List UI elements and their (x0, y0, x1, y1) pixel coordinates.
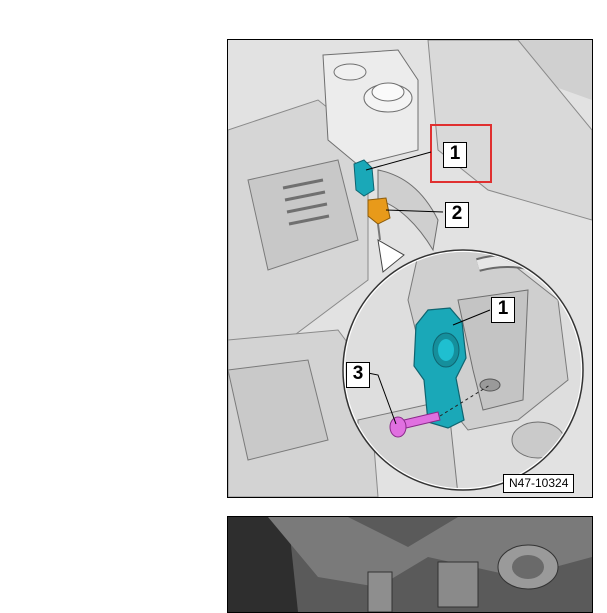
next-figure-partial (227, 516, 593, 613)
figure-code: N47-10324 (503, 474, 575, 493)
engine-bay-diagram: 1 2 1 3 N47-10324 (227, 39, 593, 498)
next-figure-illustration (228, 517, 592, 612)
callout-1-top: 1 (443, 142, 467, 168)
engine-bay-illustration (228, 40, 592, 497)
callout-2: 2 (445, 202, 469, 228)
callout-3: 3 (346, 362, 370, 388)
callout-1-detail: 1 (491, 297, 515, 323)
